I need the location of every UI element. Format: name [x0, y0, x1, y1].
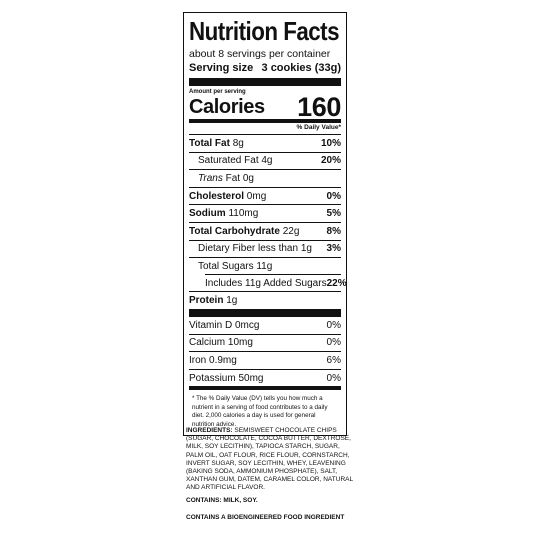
- vitamin-dv: 0%: [326, 337, 341, 349]
- nutrient-row-protein: Protein 1g: [189, 292, 341, 309]
- nutrient-amount: Fat 0g: [225, 172, 254, 184]
- daily-value-header: % Daily Value*: [189, 123, 341, 135]
- nutrient-amount: 1g: [226, 295, 238, 307]
- nutrition-facts-title: Nutrition Facts: [189, 16, 340, 46]
- thick-divider: [189, 78, 341, 86]
- vitamin-row-calcium: Calcium 10mg 0%: [189, 335, 341, 353]
- nutrient-name: Protein: [189, 295, 224, 307]
- nutrient-name: Total Fat: [189, 137, 230, 149]
- vitamin-dv: 0%: [326, 319, 341, 331]
- nutrient-dv: 22%: [326, 277, 347, 289]
- nutrient-row-trans-fat: Trans Fat 0g: [189, 170, 341, 188]
- nutrient-dv: 5%: [326, 208, 341, 220]
- nutrient-row-saturated-fat: Saturated Fat 4g 20%: [189, 153, 341, 171]
- amount-per-serving: Amount per serving: [189, 89, 246, 95]
- nutrient-name: Total Carbohydrate: [189, 225, 280, 237]
- nutrient-amount: 22g: [282, 225, 300, 237]
- serving-size-row: Serving size 3 cookies (33g): [189, 61, 341, 75]
- ingredients-heading: INGREDIENTS:: [186, 427, 233, 434]
- ingredients-text: SEMISWEET CHOCOLATE CHIPS (SUGAR, CHOCOL…: [186, 427, 353, 492]
- vitamin-name: Iron 0.9mg: [189, 354, 237, 366]
- vitamin-row-vitamin-d: Vitamin D 0mcg 0%: [189, 317, 341, 335]
- vitamin-name: Potassium 50mg: [189, 372, 264, 384]
- vitamin-name: Calcium 10mg: [189, 337, 253, 349]
- nutrient-name: Trans: [198, 172, 223, 184]
- vitamin-name: Vitamin D 0mcg: [189, 319, 260, 331]
- nutrient-name: Saturated Fat: [198, 155, 259, 167]
- nutrient-row-added-sugars: Includes 11g Added Sugars 22%: [189, 275, 347, 293]
- nutrient-name: Dietary Fiber less than 1g: [198, 243, 312, 255]
- bioengineered-statement: CONTAINS A BIOENGINEERED FOOD INGREDIENT: [186, 514, 345, 521]
- nutrient-dv: 10%: [320, 137, 341, 149]
- nutrient-dv: 3%: [326, 243, 341, 255]
- nutrient-amount: 4g: [261, 155, 273, 167]
- vitamin-row-potassium: Potassium 50mg 0%: [189, 370, 341, 387]
- nutrient-dv: 8%: [326, 225, 341, 237]
- thick-divider: [189, 308, 341, 317]
- nutrient-row-cholesterol: Cholesterol 0mg 0%: [189, 188, 341, 206]
- nutrient-name: Sodium: [189, 208, 226, 220]
- vitamin-row-iron: Iron 0.9mg 6%: [189, 352, 341, 370]
- vitamin-dv: 6%: [326, 354, 341, 366]
- vitamin-dv: 0%: [326, 372, 341, 384]
- calories-value: 160: [297, 92, 341, 122]
- calories-row: Calories 160: [189, 92, 341, 123]
- nutrient-name: Cholesterol: [189, 190, 245, 202]
- nutrient-row-total-fat: Total Fat 8g 10%: [189, 135, 341, 153]
- allergen-statement: CONTAINS: MILK, SOY.: [186, 497, 258, 504]
- nutrient-name: Total Sugars 11g: [198, 260, 273, 272]
- serving-size-value: 3 cookies (33g): [261, 62, 341, 74]
- nutrient-amount: 110mg: [228, 208, 259, 220]
- nutrient-name: Includes 11g Added Sugars: [205, 277, 327, 289]
- daily-value-footnote: * The % Daily Value (DV) tells you how m…: [189, 386, 341, 431]
- nutrient-row-dietary-fiber: Dietary Fiber less than 1g 3%: [189, 241, 341, 259]
- nutrient-amount: 8g: [232, 137, 244, 149]
- calories-label: Calories: [189, 96, 265, 118]
- nutrient-row-total-carbohydrate: Total Carbohydrate 22g 8%: [189, 223, 341, 241]
- serving-size-label: Serving size: [189, 62, 254, 74]
- nutrient-dv: 0%: [326, 190, 341, 202]
- nutrient-dv: 20%: [320, 155, 341, 167]
- nutrient-row-total-sugars: Total Sugars 11g: [189, 258, 341, 275]
- servings-per-container: about 8 servings per container: [189, 48, 331, 60]
- nutrient-row-sodium: Sodium 110mg 5%: [189, 205, 341, 223]
- nutrient-amount: 0mg: [246, 190, 267, 202]
- ingredients-statement: INGREDIENTS: SEMISWEET CHOCOLATE CHIPS (…: [186, 427, 354, 493]
- nutrition-facts-panel: Nutrition Facts about 8 servings per con…: [183, 12, 347, 436]
